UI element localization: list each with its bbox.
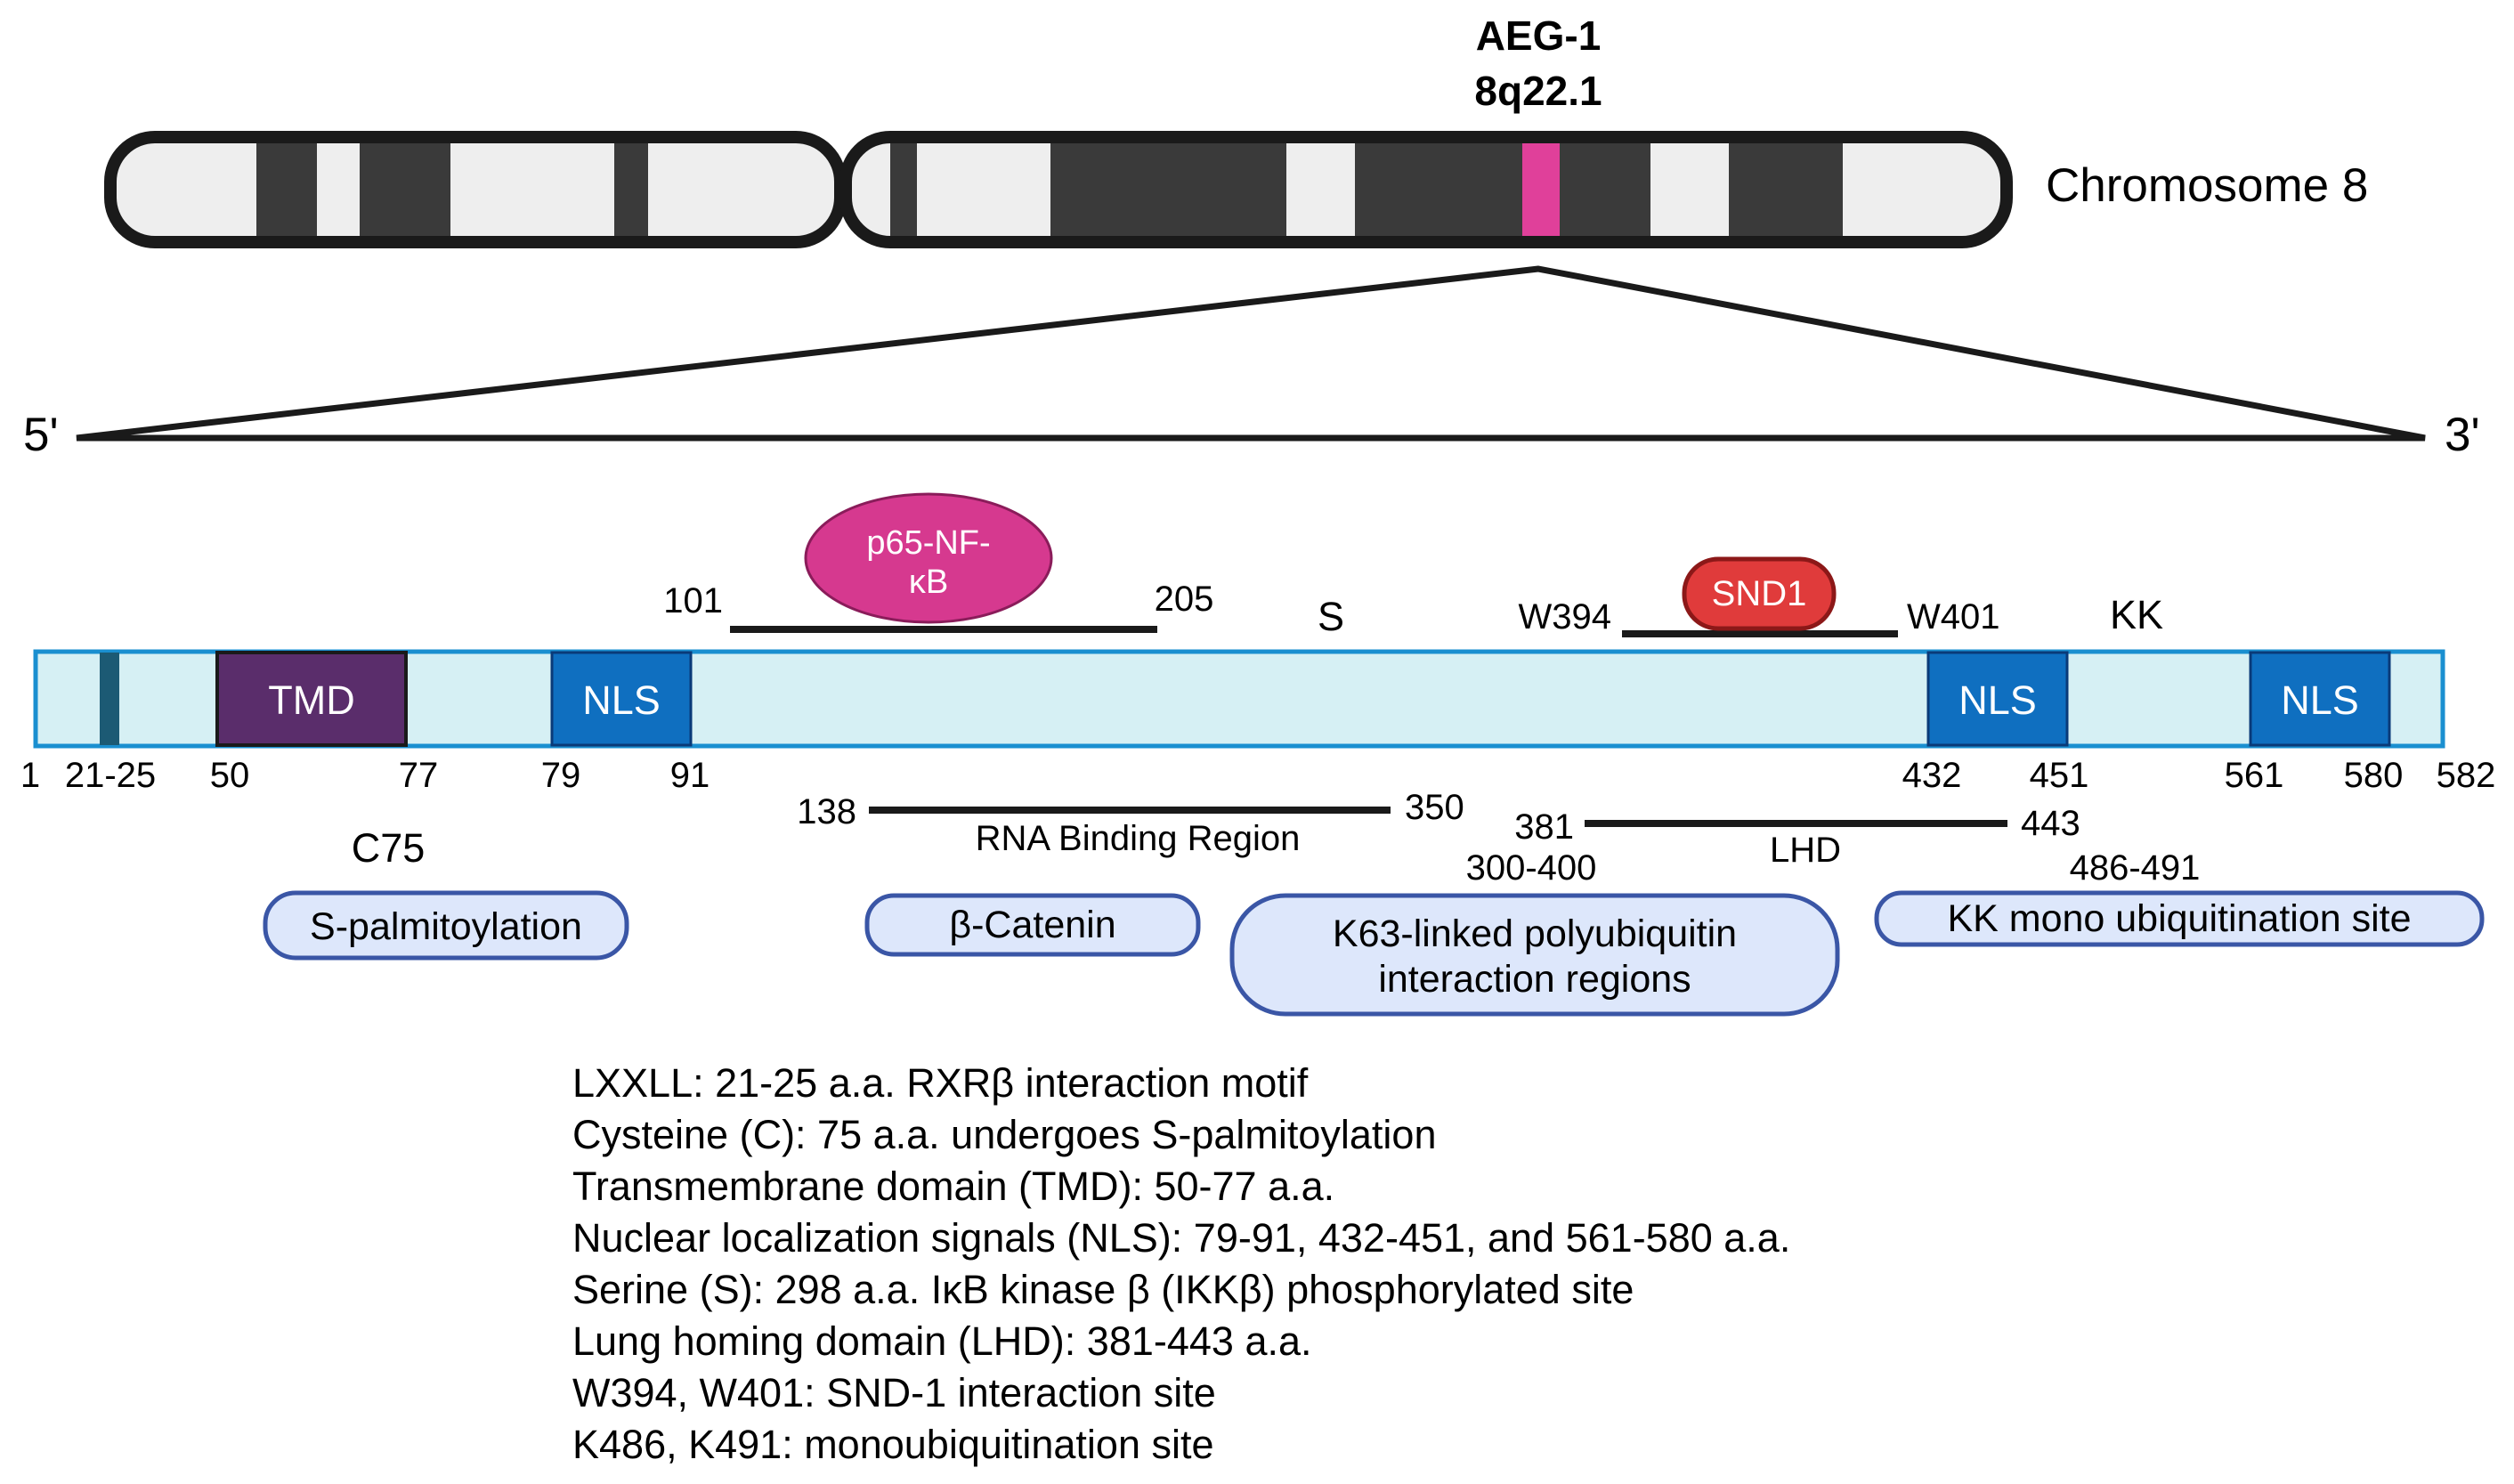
three-prime-label: 3' (2445, 409, 2480, 461)
s-palmitoylation-pill (263, 890, 629, 961)
nls-domain-2 (1926, 651, 2069, 747)
position-label: 582 (2437, 756, 2496, 795)
rna-binding-label: RNA Binding Region (976, 819, 1301, 858)
position-label: 350 (1405, 788, 1464, 827)
range-label: 300-400 (1466, 848, 1597, 888)
legend-line: K486, K491: monoubiquitination site (572, 1422, 1214, 1467)
lysine-site-label: KK (2110, 592, 2163, 637)
chromosome-band (1729, 143, 1843, 236)
chromosome-band (1415, 143, 1522, 236)
position-label: W394 (1519, 597, 1612, 637)
k63-label: K63-linked polyubiquitin (1333, 912, 1737, 955)
chromosome-band (614, 143, 648, 236)
c75-site-label: C75 (352, 825, 426, 871)
chromosome-band (1355, 143, 1415, 236)
lhd-label: LHD (1770, 831, 1841, 870)
position-label: W401 (1907, 597, 2000, 637)
chromosome-8 (104, 131, 2013, 248)
serine-site-label: S (1318, 594, 1344, 639)
lxxll-motif (100, 653, 119, 745)
position-label: 451 (2030, 756, 2089, 795)
p65-nfkb-label: κB (909, 564, 948, 601)
position-label: 138 (797, 792, 856, 831)
s-palmitoylation-label: S-palmitoylation (310, 905, 582, 948)
position-label: 50 (210, 756, 250, 795)
five-prime-label: 5' (23, 409, 59, 461)
position-label: 91 (670, 756, 710, 795)
chromosome-band (890, 143, 917, 236)
legend-line: Serine (S): 298 a.a. IκB kinase β (IKKβ)… (572, 1267, 1634, 1312)
legend-line: W394, W401: SND-1 interaction site (572, 1370, 1216, 1415)
tmd-label: TMD (268, 677, 354, 723)
nls-domain-1 (550, 651, 693, 747)
legend-line: Transmembrane domain (TMD): 50-77 a.a. (572, 1164, 1335, 1209)
position-label: 21-25 (65, 756, 156, 795)
zoom-triangle (76, 265, 2426, 442)
position-label: 101 (663, 581, 723, 620)
legend-line: Cysteine (C): 75 a.a. undergoes S-palmit… (572, 1112, 1437, 1157)
nls-label: NLS (582, 677, 661, 723)
beta-catenin-label: β-Catenin (949, 904, 1115, 946)
chromosome-p-arm (104, 131, 847, 248)
p65-nfkb-ellipse (804, 492, 1053, 624)
p65-nfkb-label: p65-NF- (866, 524, 990, 562)
gene-locus: 8q22.1 (1474, 68, 1602, 114)
beta-catenin-pill (864, 893, 1201, 957)
position-label: 77 (399, 756, 439, 795)
position-label: 580 (2344, 756, 2404, 795)
position-label: 205 (1155, 580, 1214, 619)
position-label: 443 (2021, 804, 2080, 843)
gene-name: AEG-1 (1476, 12, 1602, 59)
position-label: 561 (2225, 756, 2284, 795)
position-label: 432 (1902, 756, 1962, 795)
tmd-domain (215, 651, 408, 747)
legend: LXXLL: 21-25 a.a. RXRβ interaction motif… (572, 1058, 2353, 1471)
snd1-pill (1682, 556, 1837, 631)
chromosome-band (256, 143, 317, 236)
nls-label: NLS (2281, 677, 2359, 723)
k63-pill (1229, 893, 1840, 1017)
legend-line: Lung homing domain (LHD): 381-443 a.a. (572, 1318, 1312, 1364)
position-label: 381 (1514, 807, 1574, 847)
aeg1-locus-band (1522, 143, 1560, 236)
position-label: 79 (541, 756, 581, 795)
nls-label: NLS (1958, 677, 2037, 723)
legend-line: LXXLL: 21-25 a.a. RXRβ interaction motif (572, 1060, 1309, 1106)
chromosome-band (1050, 143, 1286, 236)
kk-mono-ubiquitination-pill (1874, 890, 2485, 947)
chromosome-band (360, 143, 450, 236)
kk-mono-ubiquitination-label: KK mono ubiquitination site (1947, 897, 2411, 940)
chromosome-band (1560, 143, 1650, 236)
legend-line: Nuclear localization signals (NLS): 79-9… (572, 1215, 1791, 1261)
nls-domain-3 (2249, 651, 2391, 747)
chromosome-label: Chromosome 8 (2046, 159, 2368, 212)
range-label: 486-491 (2070, 848, 2201, 888)
snd1-label: SND1 (1712, 574, 1807, 613)
position-label: 1 (20, 756, 40, 795)
k63-label: interaction regions (1378, 958, 1691, 1001)
